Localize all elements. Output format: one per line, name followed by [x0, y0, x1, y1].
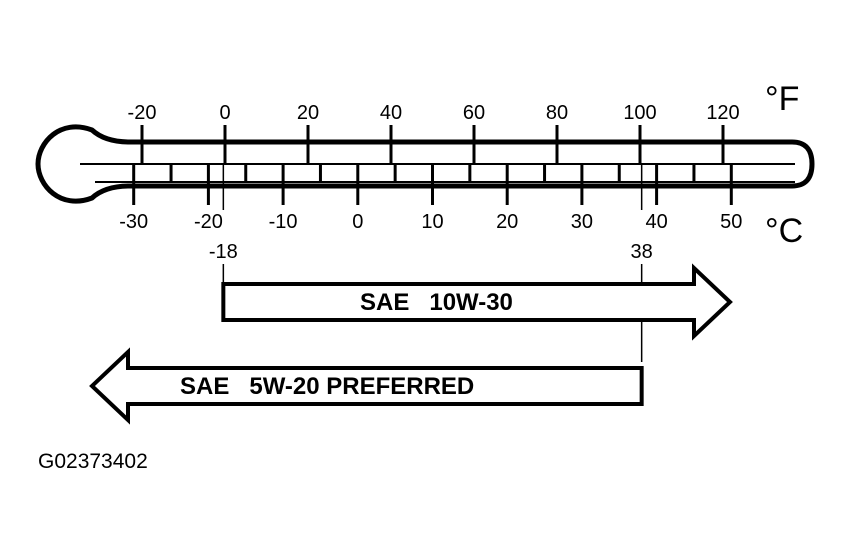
fahrenheit-tick-label: 0 [219, 102, 230, 124]
celsius-tick-label: -10 [269, 211, 298, 233]
celsius-tick-labels: -30 -20 -10 0 10 20 30 40 50 [119, 211, 742, 233]
fahrenheit-tick-label: 120 [706, 102, 739, 124]
celsius-unit-label: °C [765, 212, 803, 250]
fahrenheit-tick-label: 60 [463, 102, 485, 124]
celsius-tick-label: 40 [645, 211, 667, 233]
celsius-tick-label: -30 [119, 211, 148, 233]
fahrenheit-tick-label: 100 [623, 102, 656, 124]
celsius-tick-label: 30 [571, 211, 593, 233]
fahrenheit-ticks [140, 125, 725, 164]
celsius-tick-label: 10 [421, 211, 443, 233]
range-label-10w30: SAE 10W-30 [360, 289, 513, 316]
range-label-5w20: SAE 5W-20 PREFERRED [180, 373, 474, 400]
temperature-markers: -18 38 [209, 164, 653, 362]
celsius-tick-label: -20 [194, 211, 223, 233]
fahrenheit-tick-label: -20 [128, 102, 157, 124]
celsius-tick-label: 50 [720, 211, 742, 233]
marker-label: -18 [209, 241, 238, 263]
fahrenheit-unit-label: °F [765, 80, 799, 118]
range-arrow-5w20 [89, 347, 644, 425]
fahrenheit-tick-label: 40 [380, 102, 402, 124]
figure-id: G02373402 [38, 450, 148, 473]
fahrenheit-tick-label: 80 [546, 102, 568, 124]
celsius-tick-label: 20 [496, 211, 518, 233]
celsius-tick-label: 0 [352, 211, 363, 233]
fahrenheit-tick-label: 20 [297, 102, 319, 124]
range-arrow-10w30 [221, 263, 733, 341]
fahrenheit-tick-labels: -20 0 20 40 60 80 100 120 [128, 102, 740, 124]
celsius-ticks [132, 164, 733, 205]
marker-label: 38 [631, 241, 653, 263]
